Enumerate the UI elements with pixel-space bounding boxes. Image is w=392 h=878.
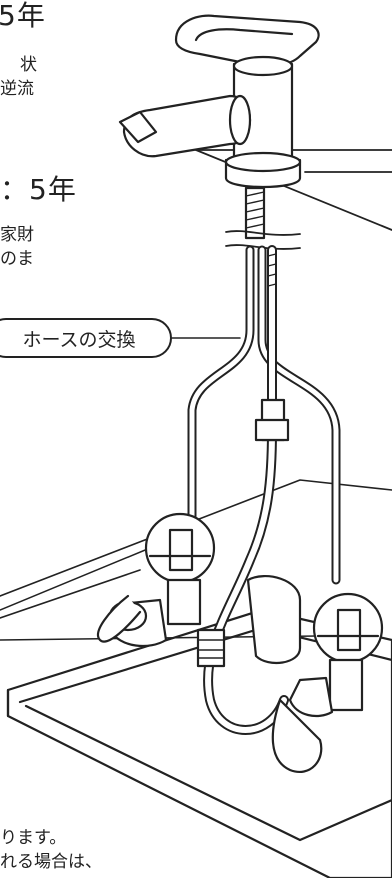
text-top-right-2: 逆流 [0, 79, 34, 99]
heading-mid: ：5年 [0, 173, 77, 206]
faucet-lever [174, 14, 320, 67]
callout-hose-replacement: ホースの交換 [0, 318, 172, 358]
spout [118, 94, 252, 158]
bottom-line-2: れる場合は、 [0, 852, 102, 872]
text-mid-2: のま [0, 249, 34, 269]
shank [244, 186, 266, 240]
callout-label: ホースの交換 [22, 328, 136, 351]
text-mid-1: 家財 [0, 225, 34, 245]
faucet-body [224, 55, 302, 189]
bottom-line-1: ります。 [0, 828, 67, 848]
heading-top: 5年 [0, 0, 46, 32]
text-top-right-1: 状 [20, 55, 37, 75]
right-valve [271, 592, 384, 773]
